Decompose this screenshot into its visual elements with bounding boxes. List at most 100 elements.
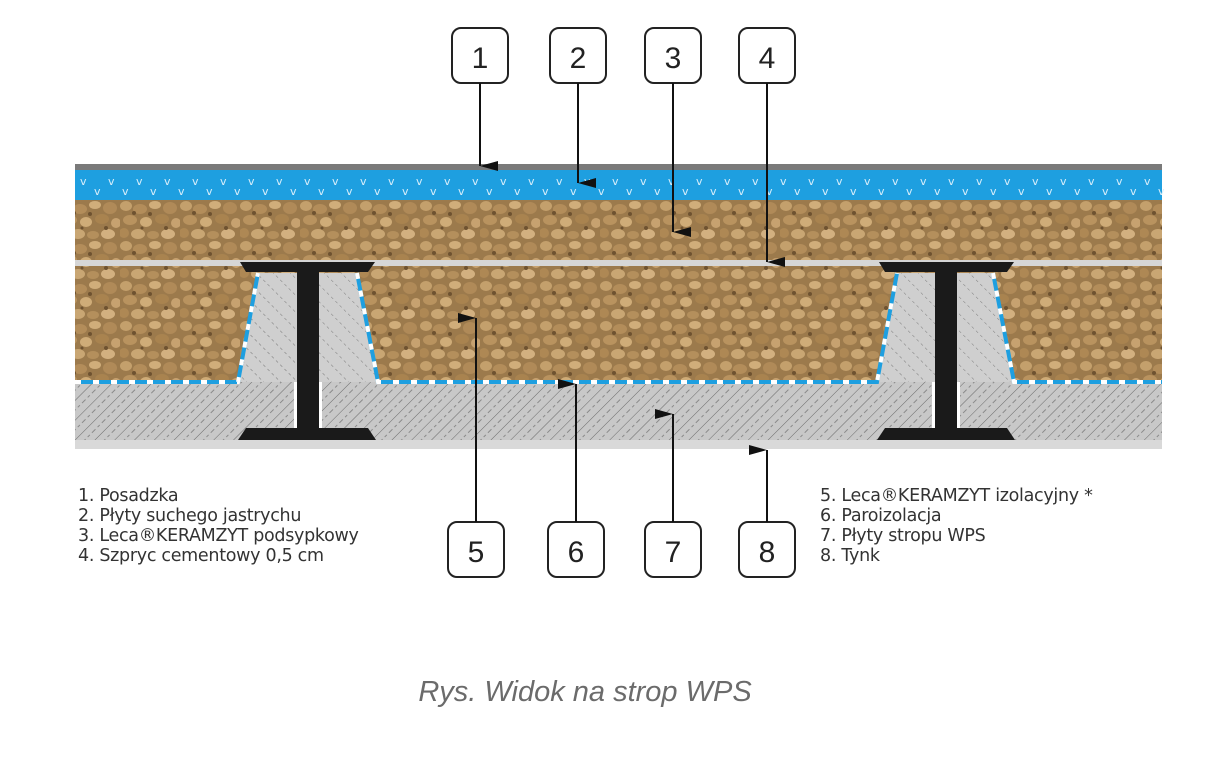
v-mark: v <box>892 175 899 188</box>
v-mark: v <box>822 185 829 198</box>
v-mark: v <box>584 175 591 188</box>
callout-3: 3 <box>644 27 702 237</box>
legend-item: 7. Płyty stropu WPS <box>820 526 986 546</box>
callout-number: 6 <box>568 536 585 569</box>
v-mark: v <box>626 185 633 198</box>
v-mark: v <box>500 175 507 188</box>
legend-item: 1. Posadzka <box>78 486 179 506</box>
v-mark: v <box>374 185 381 198</box>
v-mark: v <box>752 175 759 188</box>
callout-number: 8 <box>759 536 776 569</box>
vapor-barrier <box>75 272 1162 384</box>
v-mark: v <box>1074 185 1081 198</box>
v-mark: v <box>360 175 367 188</box>
v-mark: v <box>1018 185 1025 198</box>
v-mark: v <box>962 185 969 198</box>
v-mark: v <box>416 175 423 188</box>
v-mark: v <box>1032 175 1039 188</box>
v-mark: v <box>472 175 479 188</box>
v-mark: v <box>990 185 997 198</box>
callout-number: 5 <box>468 536 485 569</box>
v-mark: v <box>206 185 213 198</box>
callout-8: 8 <box>738 445 796 578</box>
callout-number: 7 <box>665 536 682 569</box>
callout-7: 7 <box>644 409 702 578</box>
v-mark: v <box>514 185 521 198</box>
v-mark: v <box>668 175 675 188</box>
v-mark: v <box>738 185 745 198</box>
v-mark: v <box>486 185 493 198</box>
v-mark: v <box>290 185 297 198</box>
v-mark: v <box>150 185 157 198</box>
legend-item: 4. Szpryc cementowy 0,5 cm <box>78 546 324 566</box>
v-mark: v <box>1158 185 1165 198</box>
callout-number: 2 <box>570 42 587 75</box>
callout-1: 1 <box>451 27 509 171</box>
v-mark: v <box>906 185 913 198</box>
v-mark: v <box>1144 175 1151 188</box>
v-mark: v <box>836 175 843 188</box>
v-mark: v <box>976 175 983 188</box>
v-mark: v <box>332 175 339 188</box>
v-mark: v <box>1088 175 1095 188</box>
v-mark: v <box>864 175 871 188</box>
v-mark: v <box>220 175 227 188</box>
v-mark: v <box>136 175 143 188</box>
v-mark: v <box>192 175 199 188</box>
v-mark: v <box>248 175 255 188</box>
legend-item: 6. Paroizolacja <box>820 506 942 526</box>
callout-number: 4 <box>759 42 776 75</box>
legend-item: 2. Płyty suchego jastrychu <box>78 506 302 526</box>
legend-item: 5. Leca®KERAMZYT izolacyjny * <box>820 486 1093 506</box>
dry-screed-v-marks: vvvvvvvvvvvvvvvvvvvvvvvvvvvvvvvvvvvvvvvv… <box>80 175 1165 198</box>
legend-left: 1. Posadzka 2. Płyty suchego jastrychu 3… <box>78 486 359 566</box>
v-mark: v <box>108 175 115 188</box>
callout-5: 5 <box>447 313 505 578</box>
v-mark: v <box>1004 175 1011 188</box>
v-mark: v <box>1046 185 1053 198</box>
v-mark: v <box>122 185 129 198</box>
legend-right: 5. Leca®KERAMZYT izolacyjny * 6. Paroizo… <box>820 486 1093 566</box>
v-mark: v <box>178 185 185 198</box>
v-mark: v <box>304 175 311 188</box>
v-mark: v <box>234 185 241 198</box>
v-mark: v <box>1116 175 1123 188</box>
callout-number: 1 <box>472 42 489 75</box>
v-mark: v <box>878 185 885 198</box>
v-mark: v <box>318 185 325 198</box>
callout-4: 4 <box>738 27 796 267</box>
steel-i-beam-right <box>877 262 1015 440</box>
dry-screed-layer <box>75 170 1162 200</box>
v-mark: v <box>444 175 451 188</box>
v-mark: v <box>388 175 395 188</box>
v-mark: v <box>710 185 717 198</box>
callout-number: 3 <box>665 42 682 75</box>
v-mark: v <box>94 185 101 198</box>
v-mark: v <box>724 175 731 188</box>
v-mark: v <box>808 175 815 188</box>
v-mark: v <box>570 185 577 198</box>
v-mark: v <box>612 175 619 188</box>
v-mark: v <box>766 185 773 198</box>
v-mark: v <box>276 175 283 188</box>
v-mark: v <box>948 175 955 188</box>
v-mark: v <box>528 175 535 188</box>
v-mark: v <box>164 175 171 188</box>
v-mark: v <box>654 185 661 198</box>
v-mark: v <box>346 185 353 198</box>
v-mark: v <box>780 175 787 188</box>
callout-6: 6 <box>547 379 605 578</box>
v-mark: v <box>640 175 647 188</box>
plaster-layer <box>75 440 1162 449</box>
v-mark: v <box>556 175 563 188</box>
v-mark: v <box>920 175 927 188</box>
cement-screed-layer <box>75 260 1162 266</box>
v-mark: v <box>542 185 549 198</box>
v-mark: v <box>458 185 465 198</box>
figure-caption: Rys. Widok na strop WPS <box>418 676 752 708</box>
steel-i-beam-left <box>238 262 376 440</box>
v-mark: v <box>402 185 409 198</box>
v-mark: v <box>682 185 689 198</box>
v-mark: v <box>80 175 87 188</box>
